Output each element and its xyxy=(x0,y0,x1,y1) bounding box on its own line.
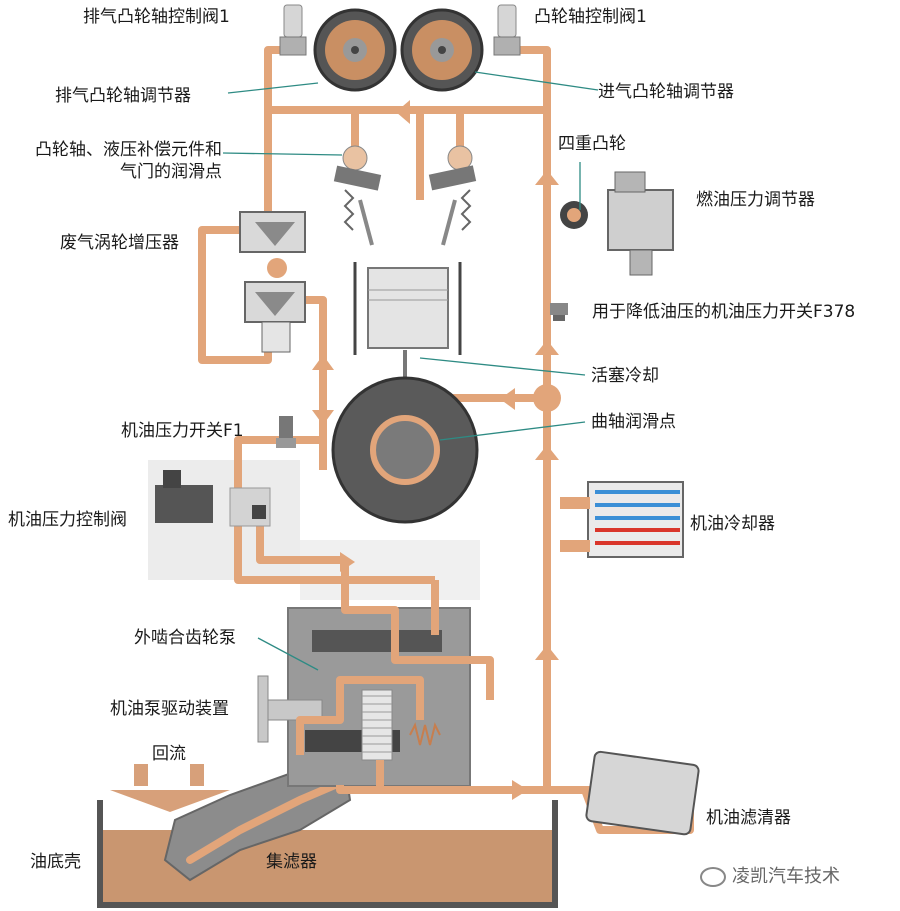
fuel-pressure-regulator xyxy=(560,171,674,276)
return-flow-arrow xyxy=(110,764,230,812)
gear-pump-label: 外啮合齿轮泵 xyxy=(134,628,236,648)
camshaft-lube-label-line2: 气门的润滑点 xyxy=(120,162,222,182)
watermark-text: 凌凯汽车技术 xyxy=(732,866,840,887)
oil-pressure-control-valve-label: 机油压力控制阀 xyxy=(8,510,127,530)
camshaft-lube-label-line1: 凸轮轴、液压补偿元件和 xyxy=(35,140,222,160)
intake-cam-adjuster-label: 进气凸轮轴调节器 xyxy=(598,82,734,102)
return-flow-label: 回流 xyxy=(152,744,186,764)
pump-spring xyxy=(409,722,441,746)
pressure-switch-f378 xyxy=(550,303,568,321)
pressure-switch-f1 xyxy=(276,416,296,448)
oil-pan-label: 油底壳 xyxy=(30,852,81,872)
wechat-icon xyxy=(700,867,726,887)
fuel-pressure-regulator-label: 燃油压力调节器 xyxy=(696,190,815,210)
oil-pressure-control-valve xyxy=(155,470,271,527)
crankshaft-lube-label: 曲轴润滑点 xyxy=(591,412,676,432)
exhaust-cam-control-valve xyxy=(279,4,307,56)
oil-cooler xyxy=(560,481,684,558)
junction-ball xyxy=(533,384,561,412)
intake-cam-adjuster xyxy=(400,8,484,92)
turbocharger-label: 废气涡轮增压器 xyxy=(60,233,179,253)
exhaust-cam-adjuster xyxy=(313,8,397,92)
pump-drive-label: 机油泵驱动装置 xyxy=(110,699,229,719)
watermark: 凌凯汽车技术 xyxy=(700,862,840,888)
quad-cam-label: 四重凸轮 xyxy=(558,134,626,154)
flow-arrows xyxy=(312,100,559,800)
piston-cooling-label: 活塞冷却 xyxy=(591,366,659,386)
turbocharger xyxy=(239,211,306,353)
cam-control-valve xyxy=(493,4,521,56)
valve-train xyxy=(333,145,477,246)
pressure-switch-f378-label: 用于降低油压的机油压力开关F378 xyxy=(592,302,856,322)
pump-gear xyxy=(361,689,393,761)
oil-pressure-switch-f1-label: 机油压力开关F1 xyxy=(121,421,244,441)
exhaust-cam-adjuster-label: 排气凸轮轴调节器 xyxy=(55,86,191,106)
pump-panel xyxy=(300,540,480,600)
piston xyxy=(353,262,462,470)
oil-filter xyxy=(585,750,700,836)
exhaust-cam-control-valve-label: 排气凸轮轴控制阀1 xyxy=(83,7,230,27)
strainer-label: 集滤器 xyxy=(266,852,317,872)
oil-cooler-label: 机油冷却器 xyxy=(690,514,775,534)
oil-filter-label: 机油滤清器 xyxy=(706,808,791,828)
junction-ball xyxy=(267,258,287,278)
leader-lines xyxy=(222,71,599,671)
cam-control-valve-label: 凸轮轴控制阀1 xyxy=(534,7,647,27)
crankshaft xyxy=(331,376,479,524)
